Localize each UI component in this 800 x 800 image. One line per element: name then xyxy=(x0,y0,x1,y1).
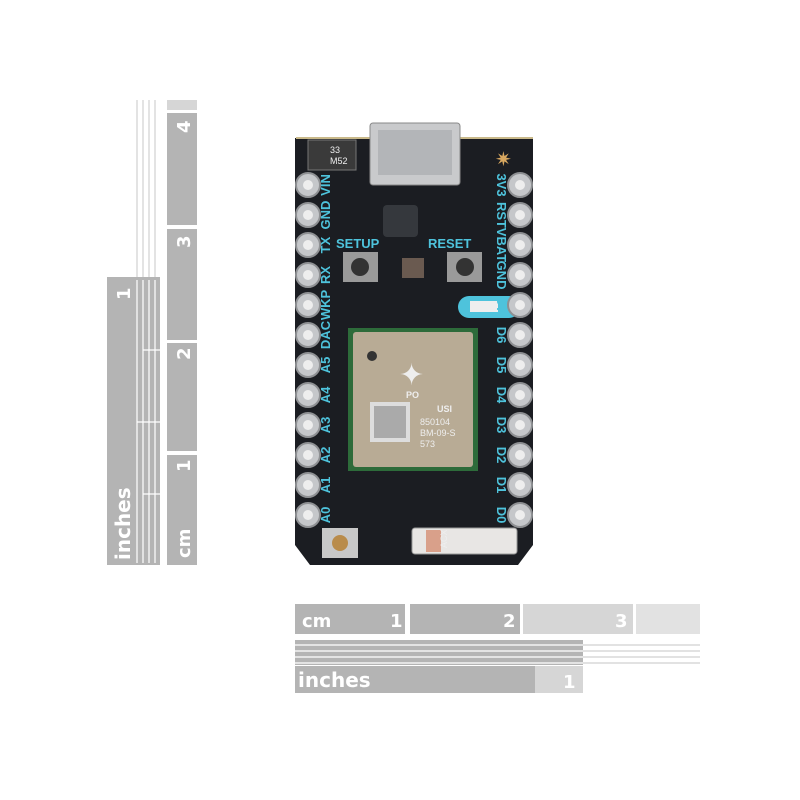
cm-segment-1 xyxy=(167,455,197,565)
bottom-inches-bar xyxy=(295,666,535,693)
module-name: PO xyxy=(406,390,419,400)
bottom-inches-label: inches xyxy=(298,668,371,692)
right-pin-hole xyxy=(515,420,525,430)
left-pin-label: GND xyxy=(318,201,333,230)
module-brand: USI xyxy=(437,404,452,414)
inches-bar-lines xyxy=(136,280,160,563)
left-pin-label: DAC xyxy=(318,320,333,349)
right-pin-label: 3V3 xyxy=(494,173,509,196)
left-pin-hole xyxy=(303,450,313,460)
left-pin-label: A1 xyxy=(318,477,333,494)
left-pin-hole xyxy=(303,180,313,190)
bottom-cm-mark-1: 1 xyxy=(390,611,403,632)
right-pin-label: D2 xyxy=(494,447,509,464)
left-pin-label: A3 xyxy=(318,417,333,434)
left-pin-label: VIN xyxy=(318,174,333,196)
right-pin-label: RST xyxy=(494,202,509,228)
left-cm-mark-3: 3 xyxy=(174,235,195,248)
left-pin-label: WKP xyxy=(318,290,333,321)
bottom-cm-mark-3: 3 xyxy=(615,611,628,632)
left-pin-label: RX xyxy=(318,266,333,284)
left-pin-hole xyxy=(303,510,313,520)
right-pin-hole xyxy=(515,210,525,220)
bottom-cm-segment-3 xyxy=(523,604,633,634)
crystal-text: ACX xyxy=(439,529,449,548)
left-inches-label: inches xyxy=(111,487,135,560)
right-pin-hole xyxy=(515,480,525,490)
left-cm-mark-4: 4 xyxy=(174,120,195,133)
photon-board: 33 M52 ✷ SETUP RESET ✦ PO USI 850104 BM-… xyxy=(295,122,533,565)
right-pin-hole xyxy=(515,330,525,340)
cm-segment-top xyxy=(167,100,197,110)
bottom-ruler: cm 1 2 3 inches 1 xyxy=(295,604,700,693)
right-pin-hole xyxy=(515,450,525,460)
module-line-2: BM-09-S xyxy=(420,428,456,438)
left-ruler: inches 1 cm 1 2 3 4 xyxy=(107,100,197,565)
right-pin-label: D7 xyxy=(494,297,509,314)
left-pin-hole xyxy=(303,420,313,430)
bottom-inch-mark-1: 1 xyxy=(563,672,576,693)
d7-led xyxy=(470,301,498,312)
left-pin-hole xyxy=(303,240,313,250)
left-pin-hole xyxy=(303,390,313,400)
bottom-cm-segment-4 xyxy=(636,604,700,634)
left-inch-mark-1: 1 xyxy=(114,287,135,300)
bottom-ruler-lines xyxy=(295,644,583,664)
bottom-inch-tick-band xyxy=(295,640,583,665)
right-pin-label: D4 xyxy=(494,387,509,404)
right-pin-hole xyxy=(515,360,525,370)
right-pin-hole xyxy=(515,180,525,190)
bottom-cm-mark-2: 2 xyxy=(503,611,516,632)
left-cm-mark-2: 2 xyxy=(174,347,195,360)
left-cm-label: cm xyxy=(174,529,195,558)
left-pin-hole xyxy=(303,480,313,490)
right-pin-label: VBAT xyxy=(494,228,509,262)
right-pin-label: GND xyxy=(494,261,509,290)
left-pin-label: A0 xyxy=(318,507,333,524)
left-pin-hole xyxy=(303,270,313,280)
right-pin-hole xyxy=(515,300,525,310)
cm-segment-2 xyxy=(167,343,197,451)
right-pin-label: D1 xyxy=(494,477,509,494)
left-pin-hole xyxy=(303,300,313,310)
left-pin-label: TX xyxy=(318,236,333,253)
right-pin-hole xyxy=(515,390,525,400)
reset-label: RESET xyxy=(428,236,471,251)
right-pin-label: D5 xyxy=(494,357,509,374)
right-pin-hole xyxy=(515,240,525,250)
inches-bar xyxy=(107,277,160,565)
bottom-inches-bar-end xyxy=(535,666,583,693)
module-line-3: 573 xyxy=(420,439,435,449)
left-pin-hole xyxy=(303,210,313,220)
left-pin-label: A5 xyxy=(318,357,333,374)
left-pin-label: A2 xyxy=(318,447,333,464)
setup-label: SETUP xyxy=(336,236,380,251)
cm-segment-3 xyxy=(167,229,197,340)
left-cm-mark-1: 1 xyxy=(174,459,195,472)
left-pin-label: A4 xyxy=(318,386,333,403)
bottom-cm-segment-1 xyxy=(295,604,405,634)
bottom-cm-label: cm xyxy=(302,611,331,632)
particle-star-icon: ✷ xyxy=(495,149,512,171)
right-pin-hole xyxy=(515,510,525,520)
right-pin-label: D0 xyxy=(494,507,509,524)
module-star-icon: ✦ xyxy=(399,359,424,392)
cm-segment-4 xyxy=(167,113,197,225)
bottom-cm-segment-2 xyxy=(410,604,520,634)
diode xyxy=(307,139,357,171)
diode-text-2: M52 xyxy=(330,156,348,166)
diode-text-1: 33 xyxy=(330,145,340,155)
right-pin-hole xyxy=(515,270,525,280)
rgb-led xyxy=(402,258,424,278)
inductor xyxy=(383,205,418,237)
module-line-1: 850104 xyxy=(420,417,450,427)
right-pin-label: D3 xyxy=(494,417,509,434)
left-pin-hole xyxy=(303,330,313,340)
left-pin-hole xyxy=(303,360,313,370)
right-pin-label: D6 xyxy=(494,327,509,344)
